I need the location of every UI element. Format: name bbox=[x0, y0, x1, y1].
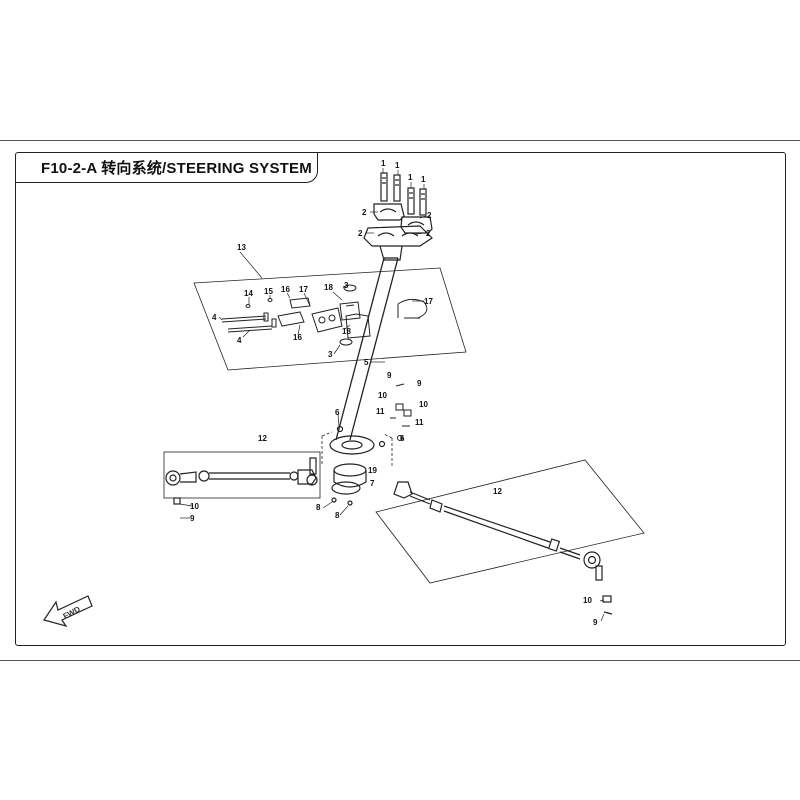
callout-10: 10 bbox=[419, 400, 428, 409]
callout-11: 11 bbox=[376, 407, 385, 416]
callout-2: 2 bbox=[358, 229, 363, 238]
top-rule bbox=[0, 140, 800, 141]
steering-shaft bbox=[335, 257, 399, 441]
callout-3: 3 bbox=[344, 281, 349, 290]
clamp-parts bbox=[221, 284, 428, 346]
left-tie-rod-panel bbox=[163, 451, 321, 499]
callout-8: 8 bbox=[335, 511, 340, 520]
callout-13: 13 bbox=[237, 243, 246, 252]
clamp-assembly-panel bbox=[193, 267, 467, 371]
title-box bbox=[16, 153, 318, 183]
leader-lines bbox=[179, 168, 605, 622]
callout-17: 17 bbox=[424, 297, 433, 306]
callout-2: 2 bbox=[426, 229, 431, 238]
right-tie-rod-panel bbox=[375, 459, 645, 584]
lower-bracket bbox=[321, 431, 393, 466]
callout-6: 6 bbox=[400, 434, 405, 443]
callout-10: 10 bbox=[583, 596, 592, 605]
callout-7: 7 bbox=[370, 479, 375, 488]
callout-15: 15 bbox=[264, 287, 273, 296]
callout-10: 10 bbox=[378, 391, 387, 400]
bottom-rule bbox=[0, 660, 800, 661]
callout-12: 12 bbox=[258, 434, 267, 443]
right-tie-rod bbox=[393, 481, 613, 615]
lower-bearing bbox=[329, 425, 386, 506]
callout-4: 4 bbox=[212, 313, 217, 322]
callout-5: 5 bbox=[364, 358, 369, 367]
callout-18: 18 bbox=[342, 327, 351, 336]
callout-2: 2 bbox=[427, 211, 432, 220]
callout-18: 18 bbox=[324, 283, 333, 292]
page-title: F10-2-A 转向系统/STEERING SYSTEM bbox=[41, 160, 312, 177]
small-hardware bbox=[390, 383, 412, 441]
callout-8: 8 bbox=[316, 503, 321, 512]
left-tie-rod bbox=[165, 457, 318, 505]
callout-16: 16 bbox=[281, 285, 290, 294]
callout-10: 10 bbox=[190, 502, 199, 511]
callout-6: 6 bbox=[335, 408, 340, 417]
handlebar-clamps bbox=[363, 203, 433, 261]
callout-12: 12 bbox=[493, 487, 502, 496]
callout-1: 1 bbox=[381, 159, 386, 168]
fwd-arrow bbox=[43, 595, 93, 628]
callout-16: 16 bbox=[293, 333, 302, 342]
callout-9: 9 bbox=[417, 379, 422, 388]
callout-11: 11 bbox=[415, 418, 424, 427]
callout-3: 3 bbox=[328, 350, 333, 359]
callout-14: 14 bbox=[244, 289, 253, 298]
callout-1: 1 bbox=[421, 175, 426, 184]
callout-19: 19 bbox=[368, 466, 377, 475]
callout-9: 9 bbox=[190, 514, 195, 523]
upper-bolts bbox=[380, 172, 427, 216]
callout-4: 4 bbox=[237, 336, 242, 345]
callout-9: 9 bbox=[593, 618, 598, 627]
callout-2: 2 bbox=[362, 208, 367, 217]
diagram-frame bbox=[15, 152, 786, 646]
callout-9: 9 bbox=[387, 371, 392, 380]
callout-17: 17 bbox=[299, 285, 308, 294]
callout-1: 1 bbox=[395, 161, 400, 170]
callout-1: 1 bbox=[408, 173, 413, 182]
